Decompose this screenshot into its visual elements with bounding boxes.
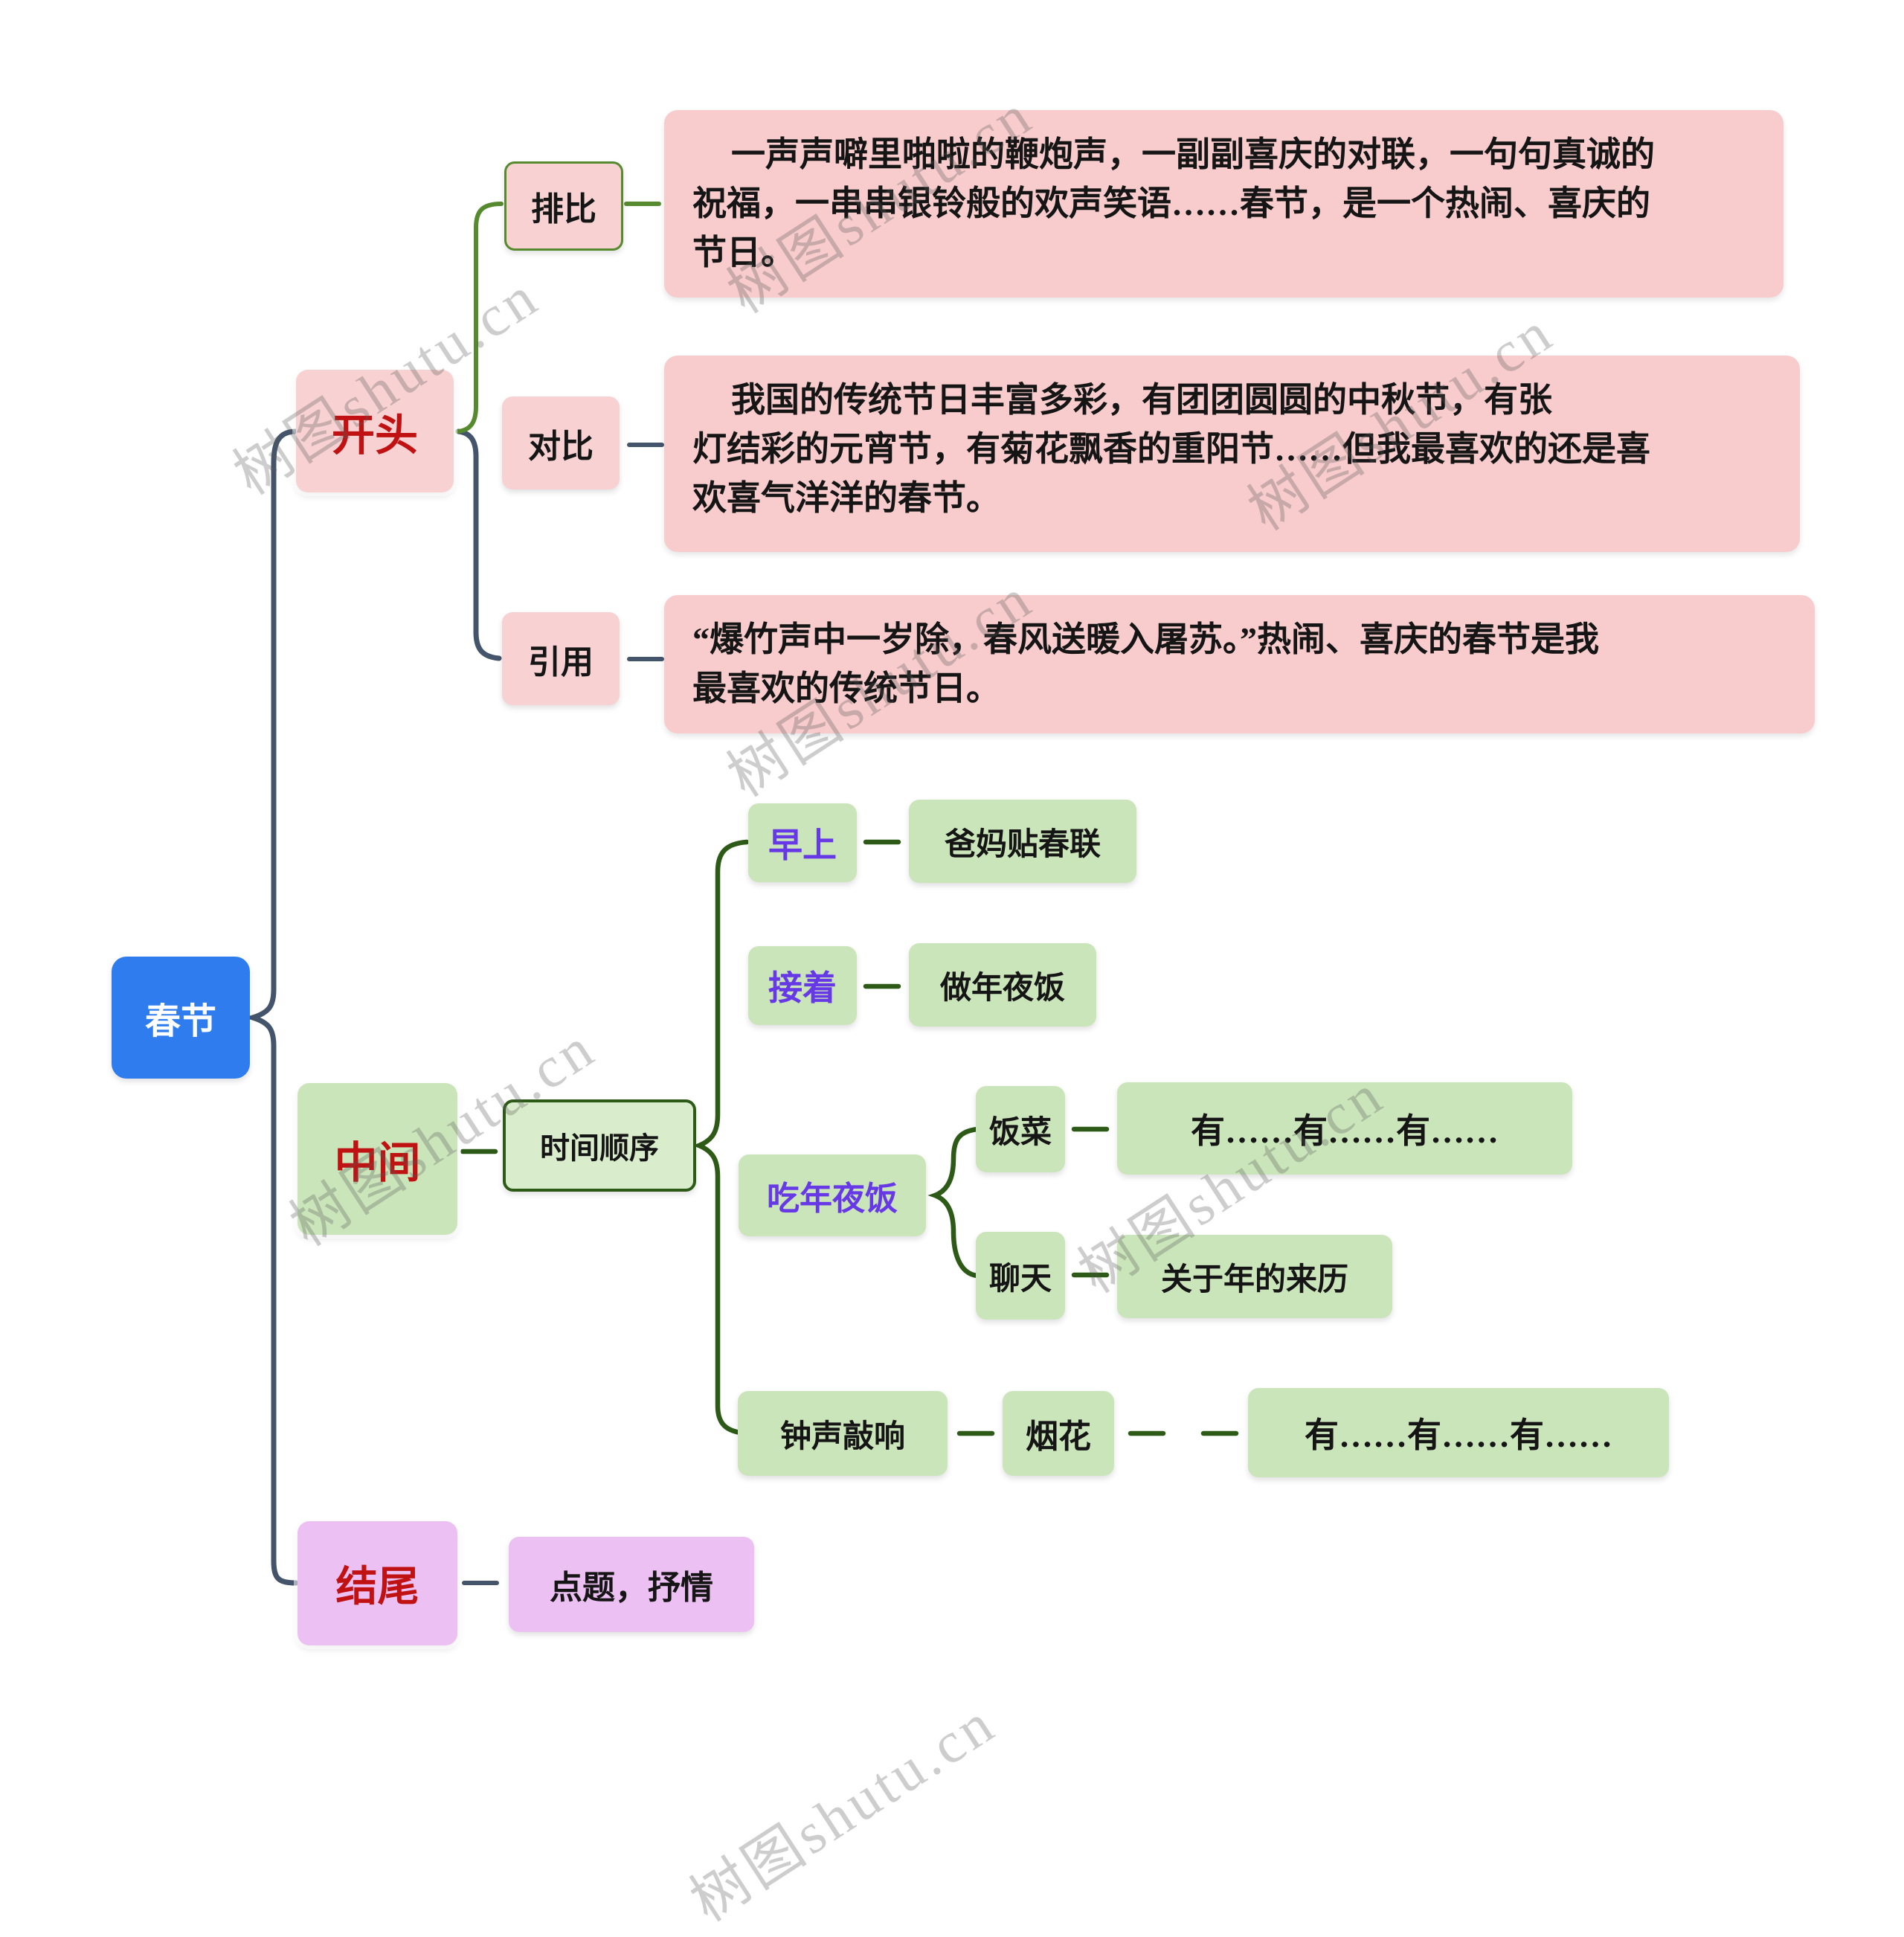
content-line: 灯结彩的元宵节，有菊花飘香的重阳节……但我最喜欢的还是喜 (692, 430, 1650, 468)
node-zuo-nianyefan[interactable]: 做年夜饭 (909, 943, 1096, 1027)
chifan-brace (927, 1126, 980, 1279)
node-tie-chunlian[interactable]: 爸妈贴春联 (909, 800, 1136, 883)
content-line: 我国的传统节日丰富多彩，有团团圆圆的中秋节，有张 (731, 381, 1552, 419)
node-duibi[interactable]: 对比 (502, 396, 620, 489)
content-line: “爆竹声中一岁除，春风送暖入屠苏。”热闹、喜庆的春节是我 (692, 620, 1599, 658)
node-jiezhe[interactable]: 接着 (748, 946, 857, 1025)
root-node-chunjie[interactable]: 春节 (112, 957, 250, 1079)
node-yanhua-detail[interactable]: 有……有……有…… (1248, 1388, 1669, 1477)
content-line: 节日。 (692, 234, 795, 272)
node-yinyong[interactable]: 引用 (502, 612, 620, 705)
mindmap-canvas: 春节 开头 中间 结尾 排比 一声声噼里啪啦的鞭炮声，一副副喜庆的对联，一句句真… (112, 81, 1815, 1933)
content-line: 最喜欢的传统节日。 (692, 669, 1000, 707)
node-zaoshang[interactable]: 早上 (748, 803, 857, 882)
content-line: 一声声噼里啪啦的鞭炮声，一副副喜庆的对联，一句句真诚的 (731, 135, 1655, 173)
content-yinyong[interactable]: “爆竹声中一岁除，春风送暖入屠苏。”热闹、喜庆的春节是我 最喜欢的传统节日。 (664, 595, 1815, 733)
node-yanhua[interactable]: 烟花 (1003, 1391, 1114, 1476)
content-paibi[interactable]: 一声声噼里啪啦的鞭炮声，一副副喜庆的对联，一句句真诚的 祝福，一串串银铃般的欢声… (664, 110, 1784, 298)
branch-zhongjian[interactable]: 中间 (298, 1083, 457, 1235)
content-line: 欢喜气洋洋的春节。 (692, 479, 1000, 517)
node-nian-laili[interactable]: 关于年的来历 (1117, 1235, 1392, 1318)
spine-line (244, 428, 299, 1586)
node-paibi[interactable]: 排比 (504, 161, 623, 251)
node-liaotian[interactable]: 聊天 (976, 1232, 1065, 1320)
node-shijian-shunxu[interactable]: 时间顺序 (503, 1099, 696, 1192)
kaitou-branch-up (456, 202, 504, 434)
branch-kaitou[interactable]: 开头 (296, 370, 454, 492)
node-zhongsheng[interactable]: 钟声敲响 (738, 1391, 948, 1476)
branch-jiewei[interactable]: 结尾 (298, 1521, 457, 1645)
node-fancai-detail[interactable]: 有……有……有…… (1117, 1082, 1572, 1175)
node-chi-nianyefan[interactable]: 吃年夜饭 (739, 1154, 926, 1236)
kaitou-branch-down (455, 428, 502, 661)
content-duibi[interactable]: 我国的传统节日丰富多彩，有团团圆圆的中秋节，有张 灯结彩的元宵节，有菊花飘香的重… (664, 356, 1800, 552)
timeline-trunk (692, 839, 750, 1436)
node-dianti-shuqing[interactable]: 点题，抒情 (509, 1537, 754, 1632)
connector-lines (244, 202, 1239, 1586)
node-fancai[interactable]: 饭菜 (976, 1086, 1065, 1172)
content-line: 祝福，一串串银铃般的欢声笑语……春节，是一个热闹、喜庆的 (692, 184, 1650, 222)
